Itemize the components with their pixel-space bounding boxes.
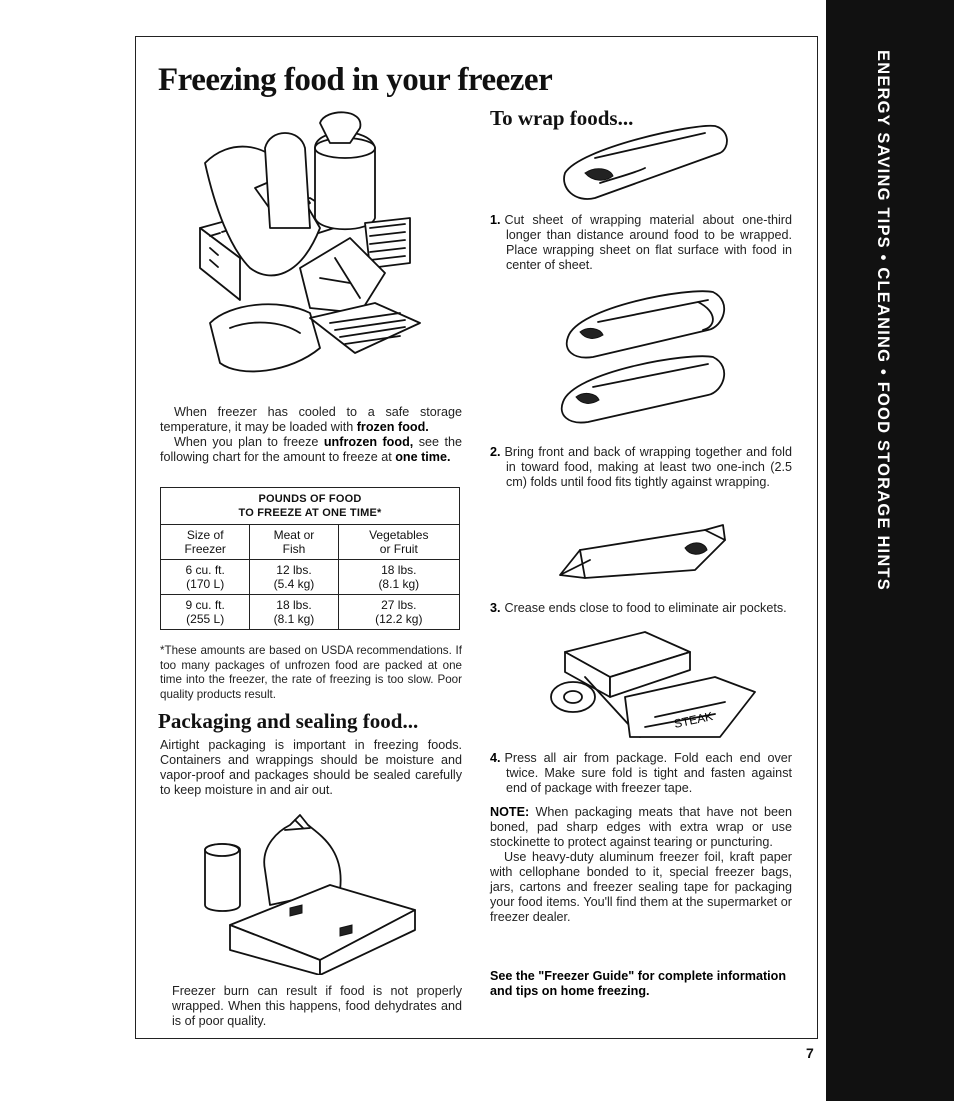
table-cell: 18 lbs.(8.1 kg): [249, 594, 339, 630]
packaging-illustration: [204, 814, 416, 975]
table-cell: 27 lbs.(12.2 kg): [337, 594, 461, 630]
header-cell-line: Size of: [186, 528, 224, 542]
note-block: NOTE: When packaging meats that have not…: [490, 805, 792, 925]
table-row: 9 cu. ft.(255 L) 18 lbs.(8.1 kg) 27 lbs.…: [159, 594, 461, 630]
table-cell: 6 cu. ft.(170 L): [159, 559, 251, 595]
intro-p2-bold-b: one time.: [395, 450, 451, 464]
table-title-line-1: POUNDS OF FOOD: [258, 493, 362, 505]
packaging-text: Airtight packaging is important in freez…: [160, 738, 462, 797]
cell-line: (255 L): [186, 612, 225, 626]
wrap-step-2: 2.Bring front and back of wrapping toget…: [490, 445, 792, 490]
cell-line: 18 lbs.: [381, 563, 417, 577]
page-number: 7: [806, 1045, 814, 1061]
freezer-guide-reference: See the "Freezer Guide" for complete inf…: [490, 969, 787, 998]
table-cell: 12 lbs.(5.4 kg): [249, 559, 339, 595]
cell-line: (12.2 kg): [375, 612, 423, 626]
step-text: Press all air from package. Fold each en…: [504, 751, 792, 795]
wrap-heading: To wrap foods...: [490, 106, 634, 130]
table-title-row: POUNDS OF FOOD TO FREEZE AT ONE TIME*: [160, 487, 460, 525]
step-number: 1.: [490, 213, 501, 227]
note-label: NOTE:: [490, 805, 530, 819]
step-text: Bring front and back of wrapping togethe…: [504, 445, 792, 489]
table-cell: 9 cu. ft.(255 L): [159, 594, 251, 630]
intro-p1-text: When freezer has cooled to a safe storag…: [160, 405, 462, 434]
wrap-step-4: 4.Press all air from package. Fold each …: [490, 751, 792, 796]
header-cell-line: Freezer: [184, 542, 226, 556]
cell-line: (8.1 kg): [273, 612, 315, 626]
packaging-heading: Packaging and sealing food...: [158, 709, 419, 733]
freeze-amount-table: POUNDS OF FOOD TO FREEZE AT ONE TIME* Si…: [159, 487, 461, 630]
table-title-line-2: TO FREEZE AT ONE TIME*: [238, 507, 382, 519]
intro-p2-text-a: When you plan to freeze: [174, 435, 324, 449]
freezer-burn-text: Freezer burn can result if food is not p…: [172, 984, 462, 1028]
wrap-step-3-illustration: [559, 524, 726, 579]
intro-p2-bold-a: unfrozen food,: [323, 435, 414, 449]
intro-p1-bold: frozen food.: [356, 420, 429, 434]
cell-line: 18 lbs.: [276, 598, 312, 612]
side-tab-label: ENERGY SAVING TIPS • CLEANING • FOOD STO…: [874, 50, 892, 591]
step-number: 2.: [490, 445, 501, 459]
table-cell: 18 lbs.(8.1 kg): [337, 559, 461, 595]
step-text: Cut sheet of wrapping material about one…: [504, 213, 792, 272]
header-cell-line: Meat or: [273, 528, 315, 542]
intro-text: When freezer has cooled to a safe storag…: [160, 405, 462, 465]
intro-paragraph-1: When freezer has cooled to a safe storag…: [160, 405, 462, 435]
note-text: When packaging meats that have not been …: [490, 805, 792, 849]
step-number: 3.: [490, 601, 501, 615]
wrap-step-4-illustration: STEAK: [550, 631, 756, 738]
table-footnote: *These amounts are based on USDA recomme…: [160, 644, 462, 701]
intro-p2-text-b: see the following chart for the amount t…: [160, 435, 463, 464]
wrap-step-2-illustration: [560, 290, 725, 424]
wrap-step-1: 1.Cut sheet of wrapping material about o…: [490, 213, 792, 273]
section-side-tab: ENERGY SAVING TIPS • CLEANING • FOOD STO…: [826, 0, 954, 1101]
page-title: Freezing food in your freezer: [158, 62, 553, 98]
intro-paragraph-2: When you plan to freeze unfrozen food, s…: [160, 435, 462, 465]
cell-line: (5.4 kg): [273, 577, 315, 591]
note-paragraph: NOTE: When packaging meats that have not…: [490, 805, 792, 850]
materials-paragraph: Use heavy-duty aluminum freezer foil, kr…: [490, 850, 792, 924]
table-row: 6 cu. ft.(170 L) 12 lbs.(5.4 kg) 18 lbs.…: [159, 559, 461, 595]
cell-line: 27 lbs.: [381, 598, 417, 612]
header-cell-line: Vegetables: [369, 528, 429, 542]
step-text: Crease ends close to food to eliminate a…: [504, 601, 787, 615]
wrap-step-3: 3.Crease ends close to food to eliminate…: [490, 601, 792, 616]
cell-line: 9 cu. ft.: [185, 598, 225, 612]
page-frame: [135, 36, 818, 1039]
wrap-step-1-illustration: [563, 124, 728, 200]
table-title: POUNDS OF FOOD TO FREEZE AT ONE TIME*: [160, 487, 460, 525]
header-cell-line: Fish: [282, 542, 306, 556]
cell-line: 12 lbs.: [276, 563, 312, 577]
header-cell-line: or Fruit: [379, 542, 418, 556]
cell-line: 6 cu. ft.: [185, 563, 225, 577]
frozen-food-pile-illustration: [199, 111, 421, 373]
step-number: 4.: [490, 751, 501, 765]
cell-line: (170 L): [186, 577, 225, 591]
cell-line: (8.1 kg): [378, 577, 420, 591]
